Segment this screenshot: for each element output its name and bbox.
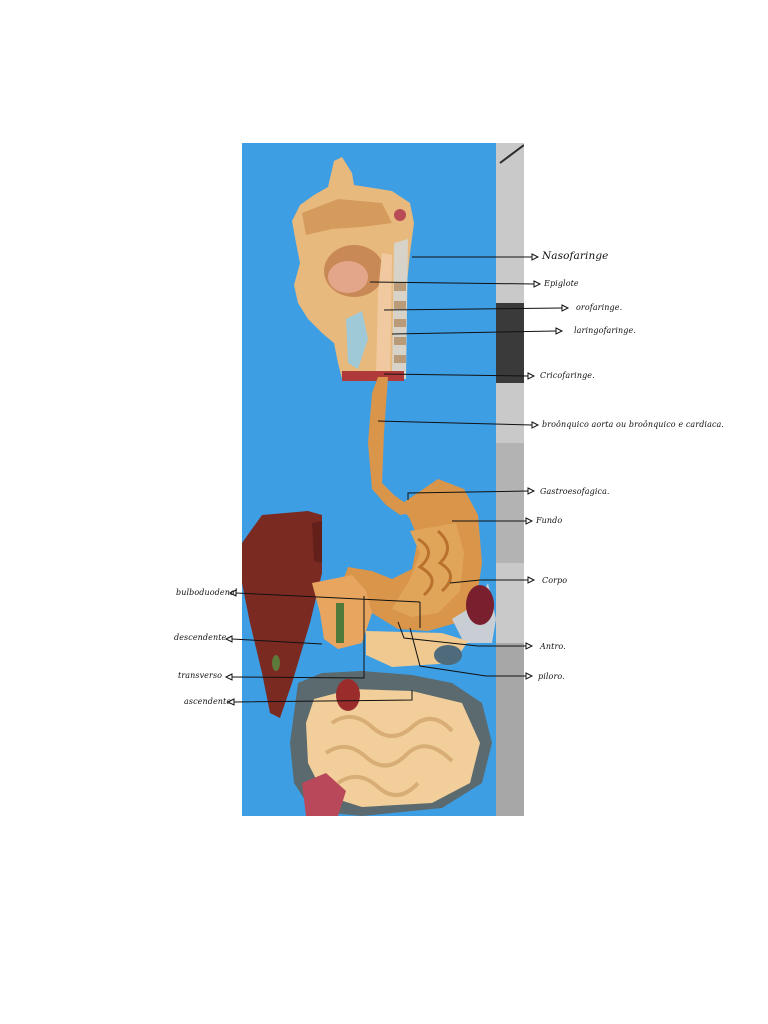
label-descendente: descendente: [174, 633, 227, 642]
label-orofaringe: orofaringe.: [576, 303, 623, 312]
label-epiglote: Epiglote: [544, 279, 579, 288]
anatomy-model-photo: [242, 143, 524, 816]
label-fundo: Fundo: [536, 516, 563, 525]
label-piloro: piloro.: [538, 672, 565, 681]
label-broncoaortico: broônquico aorta ou broônquico e cardiac…: [542, 420, 725, 429]
label-bulboduodenal: bulboduodenal: [176, 588, 238, 597]
label-ascendente: ascendente: [184, 697, 232, 706]
label-antro: Antro.: [540, 642, 566, 651]
label-cricofaringe: Cricofaringe.: [540, 371, 595, 380]
label-corpo: Corpo: [542, 576, 568, 585]
label-laringofaringe: laringofaringe.: [574, 326, 636, 335]
label-gastroesofagica: Gastroesofagica.: [540, 487, 610, 496]
label-transverso: transverso: [178, 671, 223, 680]
label-nasofaringe: Nasofaringe: [542, 250, 609, 262]
